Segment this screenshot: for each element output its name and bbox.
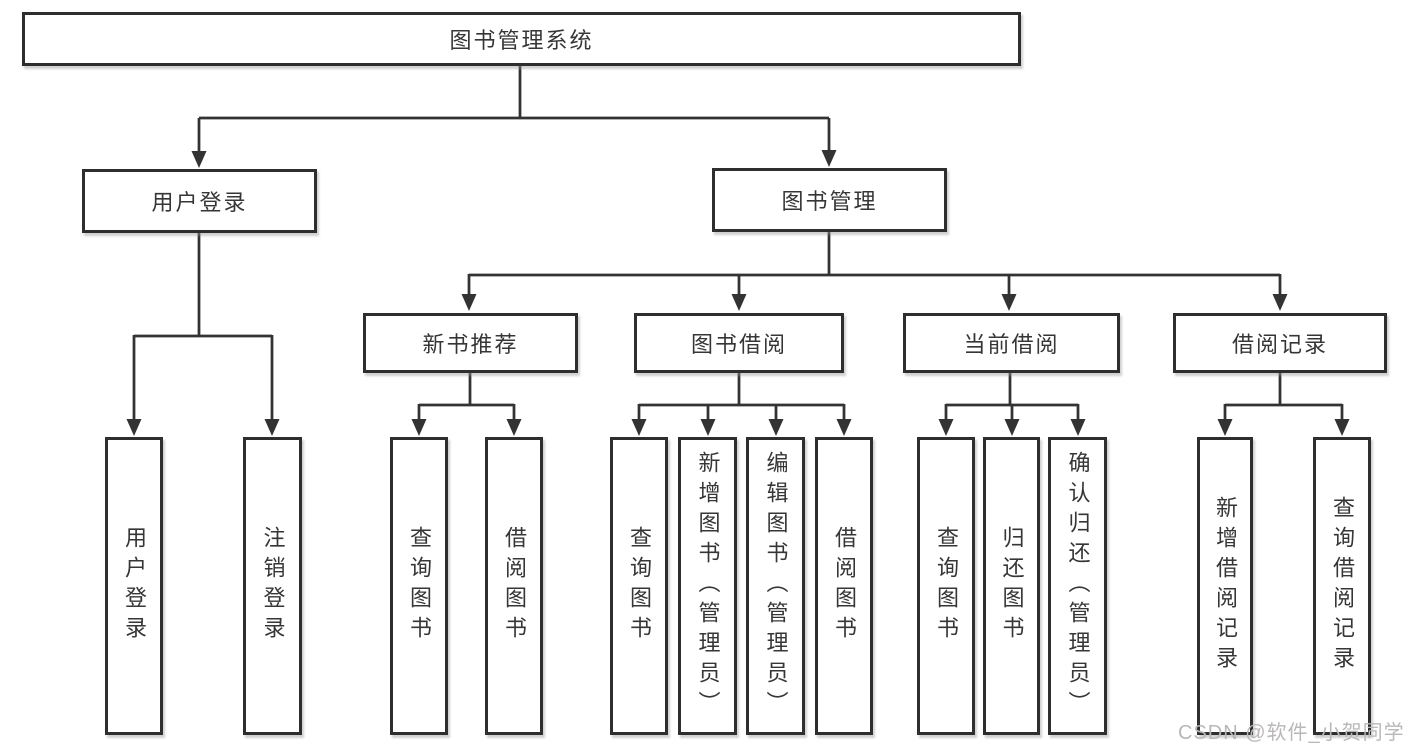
node-label: 图书管理 [781,189,878,214]
leaf-records-query-record: 查询借阅记录 [1313,437,1371,735]
node-label: 新书推荐 [422,332,519,357]
node-library-management-system: 图书管理系统 [22,12,1021,66]
node-label: 用户登录 [122,526,147,646]
node-label: 确认归还（管理员） [1065,451,1091,721]
leaf-recommend-borrow-books: 借阅图书 [485,437,543,735]
leaf-borrow-query-books: 查询图书 [610,437,668,735]
leaf-borrow-borrow-books: 借阅图书 [815,437,873,735]
node-label: 查询图书 [627,526,652,646]
node-book-management: 图书管理 [712,168,947,232]
node-label: 借阅记录 [1231,332,1328,357]
leaf-current-confirm-return-admin: 确认归还（管理员） [1048,437,1107,735]
csdn-watermark: CSDN @软件_小贺同学 [1178,722,1405,744]
node-label: 新增借阅记录 [1213,496,1238,676]
leaf-records-add-record: 新增借阅记录 [1197,437,1253,735]
node-label: 借阅图书 [502,526,527,646]
arrow-icon [631,419,647,436]
arrow-icon [191,151,207,168]
arrow-icon [700,419,716,436]
node-label: 用户登录 [151,190,248,215]
leaf-borrow-add-books-admin: 新增图书（管理员） [678,437,737,735]
node-borrow-records: 借阅记录 [1173,313,1387,373]
leaf-borrow-edit-books-admin: 编辑图书（管理员） [746,437,805,735]
arrow-icon [506,419,522,436]
node-current-borrow: 当前借阅 [903,313,1120,373]
arrow-icon [1001,294,1017,311]
node-label: 图书管理系统 [449,28,594,53]
node-label: 图书借阅 [690,332,787,357]
leaf-logout: 注销登录 [243,437,302,735]
node-book-borrow: 图书借阅 [634,313,844,373]
node-label: 新增图书（管理员） [695,451,721,721]
leaf-user-login: 用户登录 [105,437,163,735]
arrow-icon [731,294,747,311]
arrow-icon [768,419,784,436]
arrow-icon [1217,419,1233,436]
arrow-icon [1004,419,1020,436]
node-label: 编辑图书（管理员） [763,451,789,721]
node-label: 查询图书 [407,526,432,646]
arrow-icon [1070,419,1086,436]
arrow-icon [126,419,142,436]
node-label: 注销登录 [260,526,286,646]
arrow-icon [264,419,280,436]
arrow-icon [821,150,837,167]
node-label: 归还图书 [999,526,1025,646]
node-new-book-recommend: 新书推荐 [363,313,578,373]
node-user-login: 用户登录 [82,169,317,233]
arrow-icon [938,419,954,436]
node-label: 借阅图书 [832,526,857,646]
leaf-recommend-query-books: 查询图书 [390,437,448,735]
arrow-icon [1334,419,1350,436]
arrow-icon [411,419,427,436]
arrow-icon [1272,294,1288,311]
leaf-current-query-books: 查询图书 [917,437,975,735]
node-label: 查询图书 [934,526,959,646]
arrow-icon [836,419,852,436]
arrow-icon [461,294,477,311]
node-label: 查询借阅记录 [1330,496,1355,676]
leaf-current-return-books: 归还图书 [983,437,1040,735]
node-label: 当前借阅 [963,332,1060,357]
